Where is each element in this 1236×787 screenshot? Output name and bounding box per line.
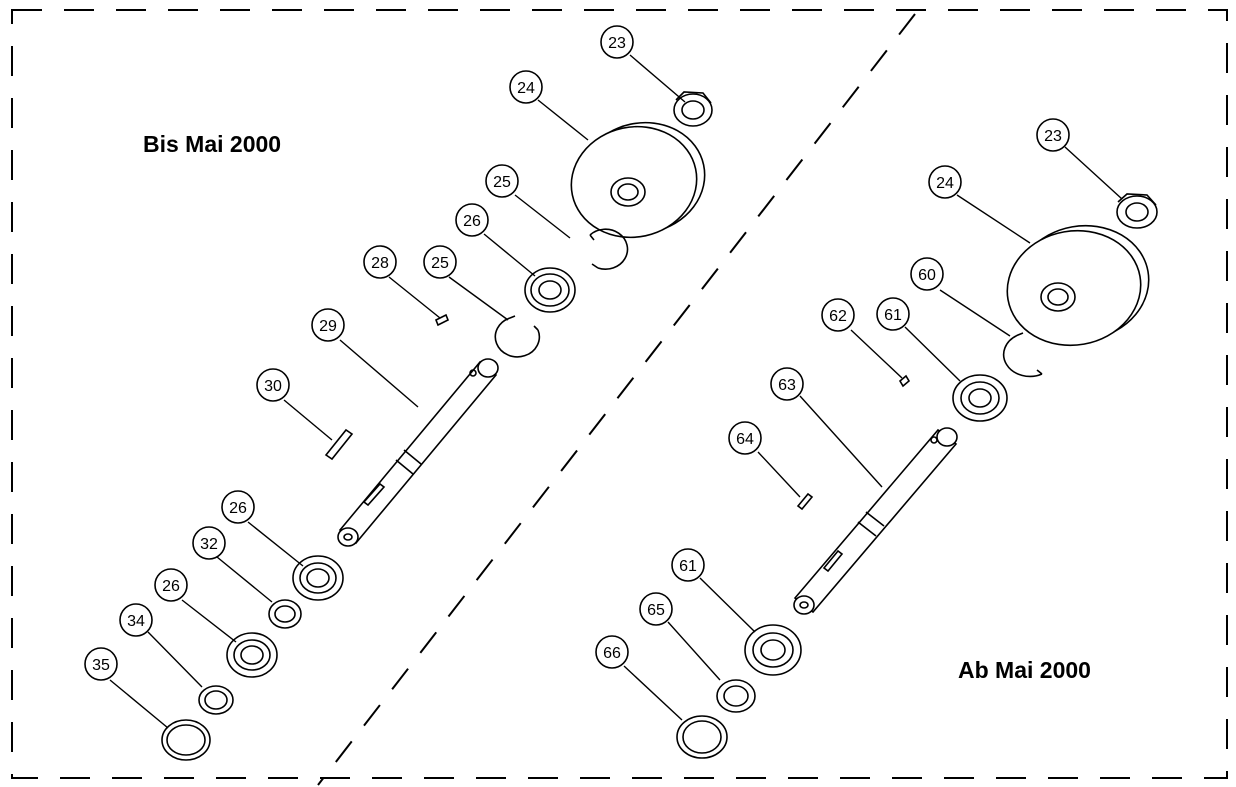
part-seal-ring bbox=[161, 719, 211, 761]
svg-text:65: 65 bbox=[647, 602, 665, 619]
svg-text:26: 26 bbox=[162, 578, 180, 595]
svg-text:35: 35 bbox=[92, 657, 110, 674]
callout: 29 bbox=[311, 308, 345, 342]
callout: 26 bbox=[154, 568, 188, 602]
svg-text:61: 61 bbox=[679, 558, 697, 575]
divider-line bbox=[317, 13, 916, 786]
callout: 26 bbox=[455, 203, 489, 237]
callout: 60 bbox=[910, 257, 944, 291]
callout: 66 bbox=[595, 635, 629, 669]
part-key bbox=[434, 313, 450, 327]
callout: 61 bbox=[876, 297, 910, 331]
leader-lines bbox=[109, 54, 1123, 729]
callout: 61 bbox=[671, 548, 705, 582]
callout: 64 bbox=[728, 421, 762, 455]
part-key bbox=[324, 428, 354, 461]
callout: 62 bbox=[821, 298, 855, 332]
svg-text:24: 24 bbox=[936, 175, 954, 192]
part-nut bbox=[1116, 193, 1158, 229]
svg-text:64: 64 bbox=[736, 431, 754, 448]
part-key bbox=[796, 492, 814, 511]
part-nut bbox=[673, 91, 713, 127]
label-before: Bis Mai 2000 bbox=[143, 131, 281, 157]
label-after: Ab Mai 2000 bbox=[958, 657, 1091, 683]
part-circlip bbox=[494, 315, 541, 358]
right-assembly bbox=[676, 193, 1158, 759]
part-circlip bbox=[589, 228, 629, 270]
callout: 32 bbox=[192, 526, 226, 560]
callout: 63 bbox=[770, 367, 804, 401]
part-bearing bbox=[524, 267, 576, 313]
callouts-right: 23 24 60 62 61 63 64 61 65 66 bbox=[595, 118, 1070, 669]
part-pulley bbox=[1006, 224, 1150, 347]
svg-text:34: 34 bbox=[127, 613, 145, 630]
part-shaft bbox=[793, 427, 958, 615]
part-shaft bbox=[337, 358, 499, 547]
svg-text:32: 32 bbox=[200, 536, 218, 553]
left-assembly bbox=[161, 91, 713, 761]
part-bearing bbox=[744, 624, 802, 676]
callout: 25 bbox=[485, 164, 519, 198]
part-washer bbox=[716, 679, 756, 713]
callout: 23 bbox=[600, 25, 634, 59]
svg-text:30: 30 bbox=[264, 378, 282, 395]
part-bearing bbox=[952, 374, 1008, 422]
svg-text:26: 26 bbox=[463, 213, 481, 230]
part-ring bbox=[268, 599, 302, 629]
part-bearing bbox=[226, 632, 278, 678]
callout: 65 bbox=[639, 592, 673, 626]
part-bearing bbox=[292, 555, 344, 601]
svg-text:63: 63 bbox=[778, 377, 796, 394]
callout: 24 bbox=[509, 70, 543, 104]
part-pulley bbox=[570, 121, 706, 239]
svg-text:25: 25 bbox=[493, 174, 511, 191]
svg-text:66: 66 bbox=[603, 645, 621, 662]
part-seal-ring bbox=[676, 715, 728, 759]
callout: 28 bbox=[363, 245, 397, 279]
part-circlip bbox=[1002, 332, 1043, 378]
svg-text:26: 26 bbox=[229, 500, 247, 517]
callout: 24 bbox=[928, 165, 962, 199]
callout: 26 bbox=[221, 490, 255, 524]
callout: 34 bbox=[119, 603, 153, 637]
callouts-left: 23 24 25 26 28 25 29 30 26 32 26 34 35 bbox=[84, 25, 634, 681]
svg-text:23: 23 bbox=[1044, 128, 1062, 145]
svg-text:24: 24 bbox=[517, 80, 535, 97]
svg-text:25: 25 bbox=[431, 255, 449, 272]
svg-text:60: 60 bbox=[918, 267, 936, 284]
svg-text:61: 61 bbox=[884, 307, 902, 324]
svg-text:28: 28 bbox=[371, 255, 389, 272]
callout: 30 bbox=[256, 368, 290, 402]
svg-text:62: 62 bbox=[829, 308, 847, 325]
part-washer bbox=[198, 685, 234, 715]
callout: 25 bbox=[423, 245, 457, 279]
part-key bbox=[898, 374, 911, 388]
svg-text:29: 29 bbox=[319, 318, 337, 335]
callout: 35 bbox=[84, 647, 118, 681]
callout: 23 bbox=[1036, 118, 1070, 152]
svg-text:23: 23 bbox=[608, 35, 626, 52]
